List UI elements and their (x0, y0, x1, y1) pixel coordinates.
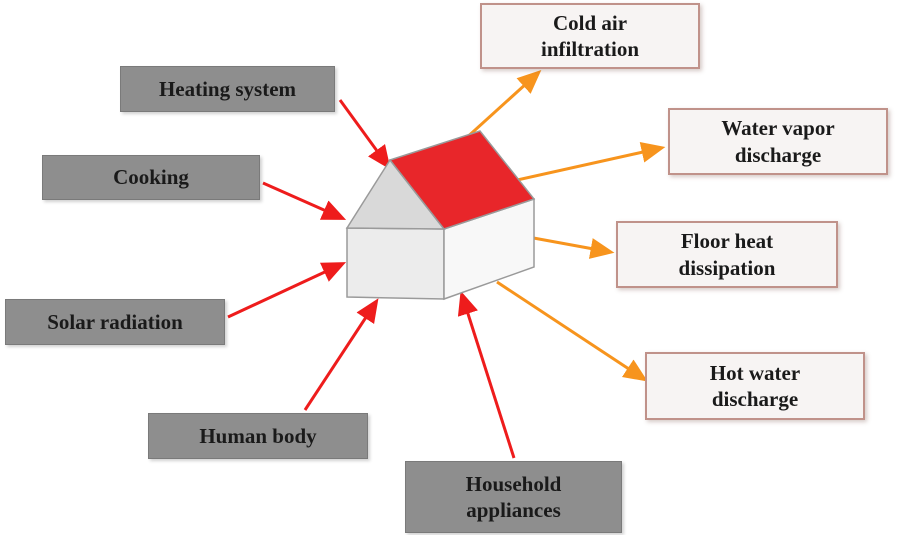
house-front-wall (346, 227, 445, 300)
source-box-heating-system: Heating system (120, 66, 335, 112)
loss-label-cold-air-infiltration: Cold air infiltration (541, 10, 639, 61)
arrow-household-appliances-to-house (457, 290, 516, 459)
arrow-house-to-hot-water-discharge (496, 280, 648, 382)
loss-box-hot-water-discharge: Hot water discharge (645, 352, 865, 420)
loss-label-floor-heat-dissipation: Floor heat dissipation (678, 229, 776, 280)
source-box-cooking: Cooking (42, 155, 260, 200)
loss-box-floor-heat-dissipation: Floor heat dissipation (616, 221, 838, 288)
source-box-human-body: Human body (148, 413, 368, 459)
source-label-cooking: Cooking (113, 165, 189, 190)
source-box-household-appliances: Household appliances (405, 461, 622, 533)
arrow-heating-system-to-house (338, 99, 391, 170)
loss-box-cold-air-infiltration: Cold air infiltration (480, 3, 700, 69)
source-label-heating-system: Heating system (158, 76, 297, 101)
arrow-cooking-to-house (262, 181, 347, 220)
arrow-solar-radiation-to-house (227, 262, 347, 319)
arrow-house-to-floor-heat-dissipation (527, 235, 615, 259)
source-label-household-appliances: Household appliances (465, 471, 562, 522)
house-roof (388, 130, 536, 230)
source-label-human-body: Human body (199, 423, 317, 448)
house-icon (345, 130, 536, 301)
arrow-house-to-water-vapor-discharge (507, 141, 666, 184)
loss-box-water-vapor-discharge: Water vapor discharge (668, 108, 888, 175)
arrow-human-body-to-house (303, 298, 379, 411)
loss-label-water-vapor-discharge: Water vapor discharge (721, 116, 835, 167)
source-box-solar-radiation: Solar radiation (5, 299, 225, 345)
source-label-solar-radiation: Solar radiation (47, 309, 183, 334)
loss-label-hot-water-discharge: Hot water discharge (709, 360, 801, 411)
